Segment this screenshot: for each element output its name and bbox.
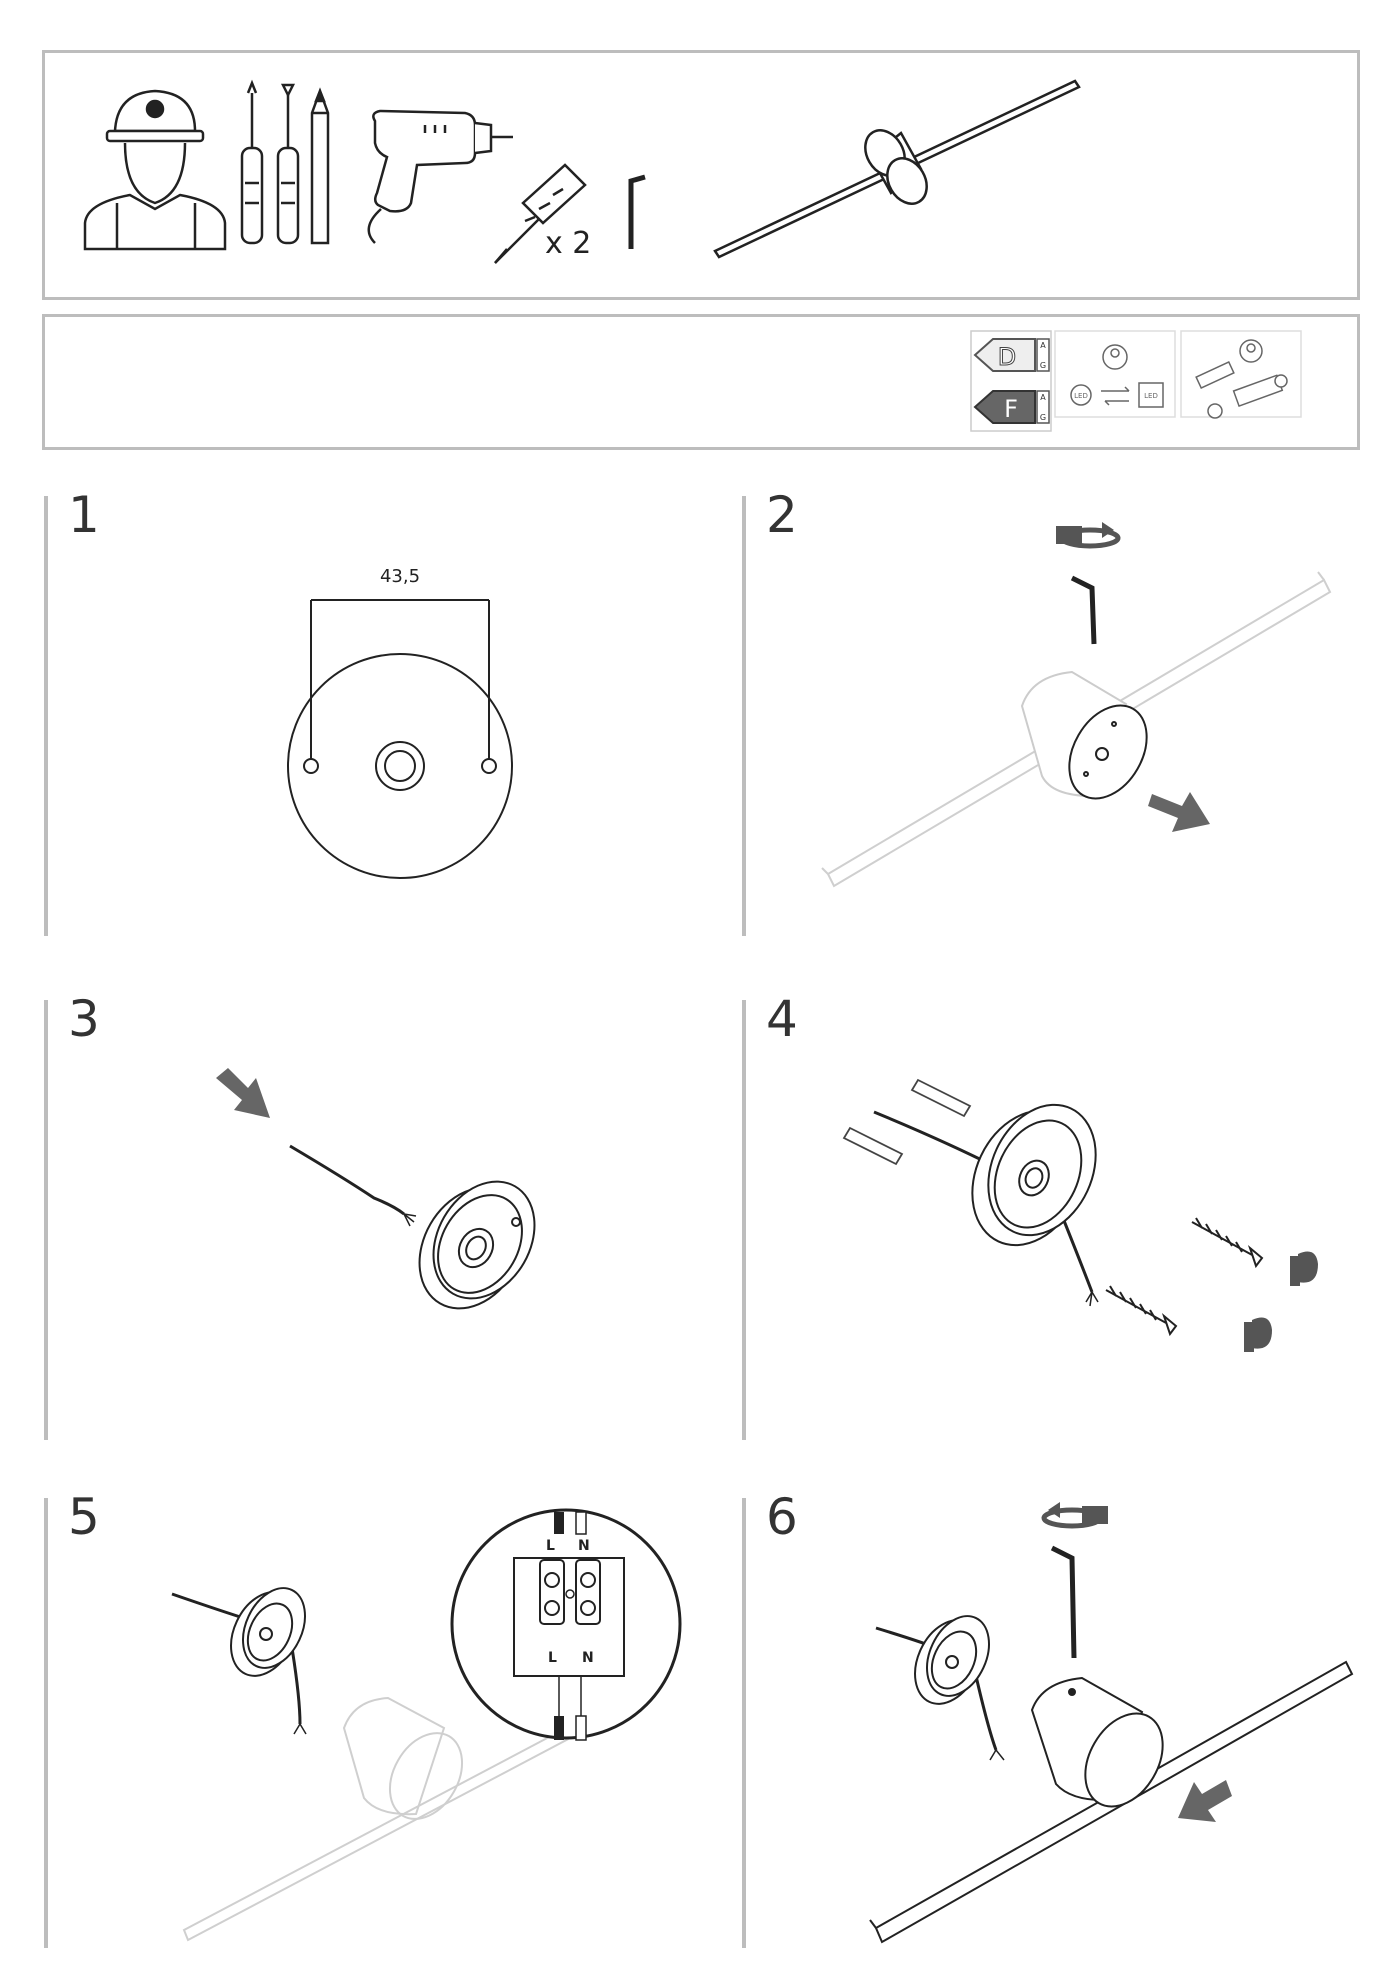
ceiling-plate: [230, 1587, 306, 1677]
allen-key-icon: [1070, 575, 1097, 645]
tools-illustration: x 2: [83, 79, 1081, 264]
wiring-connection-drawing: L N L N: [171, 1508, 682, 1942]
rotate-counterclockwise-icon: [1056, 522, 1121, 549]
lamp-body-cylinder: [1020, 670, 1148, 800]
svg-text:A: A: [1040, 393, 1046, 402]
ceiling-plate: [914, 1615, 990, 1705]
screwdriver-icon: [240, 79, 264, 245]
fix-plate-to-ceiling-drawing: [842, 1078, 1318, 1352]
svg-text:LED: LED: [1144, 392, 1158, 400]
ceiling-plate: [971, 1103, 1097, 1247]
insert-direction-arrow: [216, 1068, 270, 1118]
step-number: 5: [68, 1488, 100, 1546]
required-tools-panel: x 2: [42, 50, 1360, 300]
lamp-body-cylinder: [1030, 1676, 1164, 1808]
wall-anchor-icon: [842, 1078, 972, 1166]
ceiling-plate: [418, 1180, 536, 1310]
pull-direction-arrow: [1148, 792, 1210, 832]
step-number: 3: [68, 990, 100, 1048]
screw-icon: [1105, 1217, 1264, 1337]
insert-cable-drawing: [216, 1068, 536, 1310]
wall-lamp-product-icon: [713, 79, 1081, 259]
screwdriver-icon: [276, 83, 300, 245]
step-2: 2: [742, 490, 1362, 936]
neutral-terminal-label: N: [582, 1650, 594, 1666]
rotate-clockwise-icon: [1244, 1251, 1318, 1352]
live-terminal-label: L: [546, 1538, 555, 1554]
neutral-terminal-label: N: [578, 1538, 590, 1554]
energy-info-illustration: D A G F A G LED LED: [970, 330, 1302, 432]
mount-lamp-body-drawing: [869, 1502, 1354, 1944]
electrician-icon: [83, 89, 227, 251]
step-4: 4: [742, 994, 1362, 1440]
svg-text:G: G: [1040, 413, 1046, 422]
svg-text:G: G: [1040, 361, 1046, 370]
terminal-block-detail: L N L N: [450, 1508, 682, 1741]
quantity-label: x 2: [545, 226, 591, 261]
step-6: 6: [742, 1492, 1362, 1948]
step-number: 6: [766, 1488, 798, 1546]
rotate-clockwise-icon: [1041, 1502, 1108, 1529]
svg-text:LED: LED: [1074, 392, 1088, 400]
pencil-icon: [310, 87, 330, 245]
step-number: 2: [766, 486, 798, 544]
replaceable-led-icon: LED LED: [1054, 330, 1176, 418]
step-number: 1: [68, 486, 100, 544]
ceiling-plate-dimension-drawing: 43,5: [287, 566, 513, 879]
live-terminal-label: L: [548, 1650, 557, 1666]
energy-class-badge: D A G F A G: [970, 330, 1052, 432]
mains-cable: [289, 1144, 417, 1227]
allen-key-icon: [1050, 1545, 1077, 1659]
drill-icon: [367, 109, 513, 244]
remove-lamp-body-drawing: [821, 522, 1332, 888]
step-number: 4: [766, 990, 798, 1048]
svg-text:A: A: [1040, 341, 1046, 350]
allen-key-icon: [628, 174, 646, 249]
replaceable-driver-icon: [1180, 330, 1302, 419]
energy-info-panel: D A G F A G LED LED: [42, 314, 1360, 450]
svg-text:D: D: [998, 343, 1016, 371]
push-direction-arrow: [1178, 1780, 1232, 1822]
hole-distance-label: 43,5: [380, 566, 420, 587]
step-5: 5: [44, 1492, 704, 1948]
svg-text:F: F: [1004, 395, 1018, 423]
wall-anchor-icon: [494, 163, 587, 264]
step-1: 1 43,5: [44, 490, 704, 936]
step-3: 3: [44, 994, 704, 1440]
